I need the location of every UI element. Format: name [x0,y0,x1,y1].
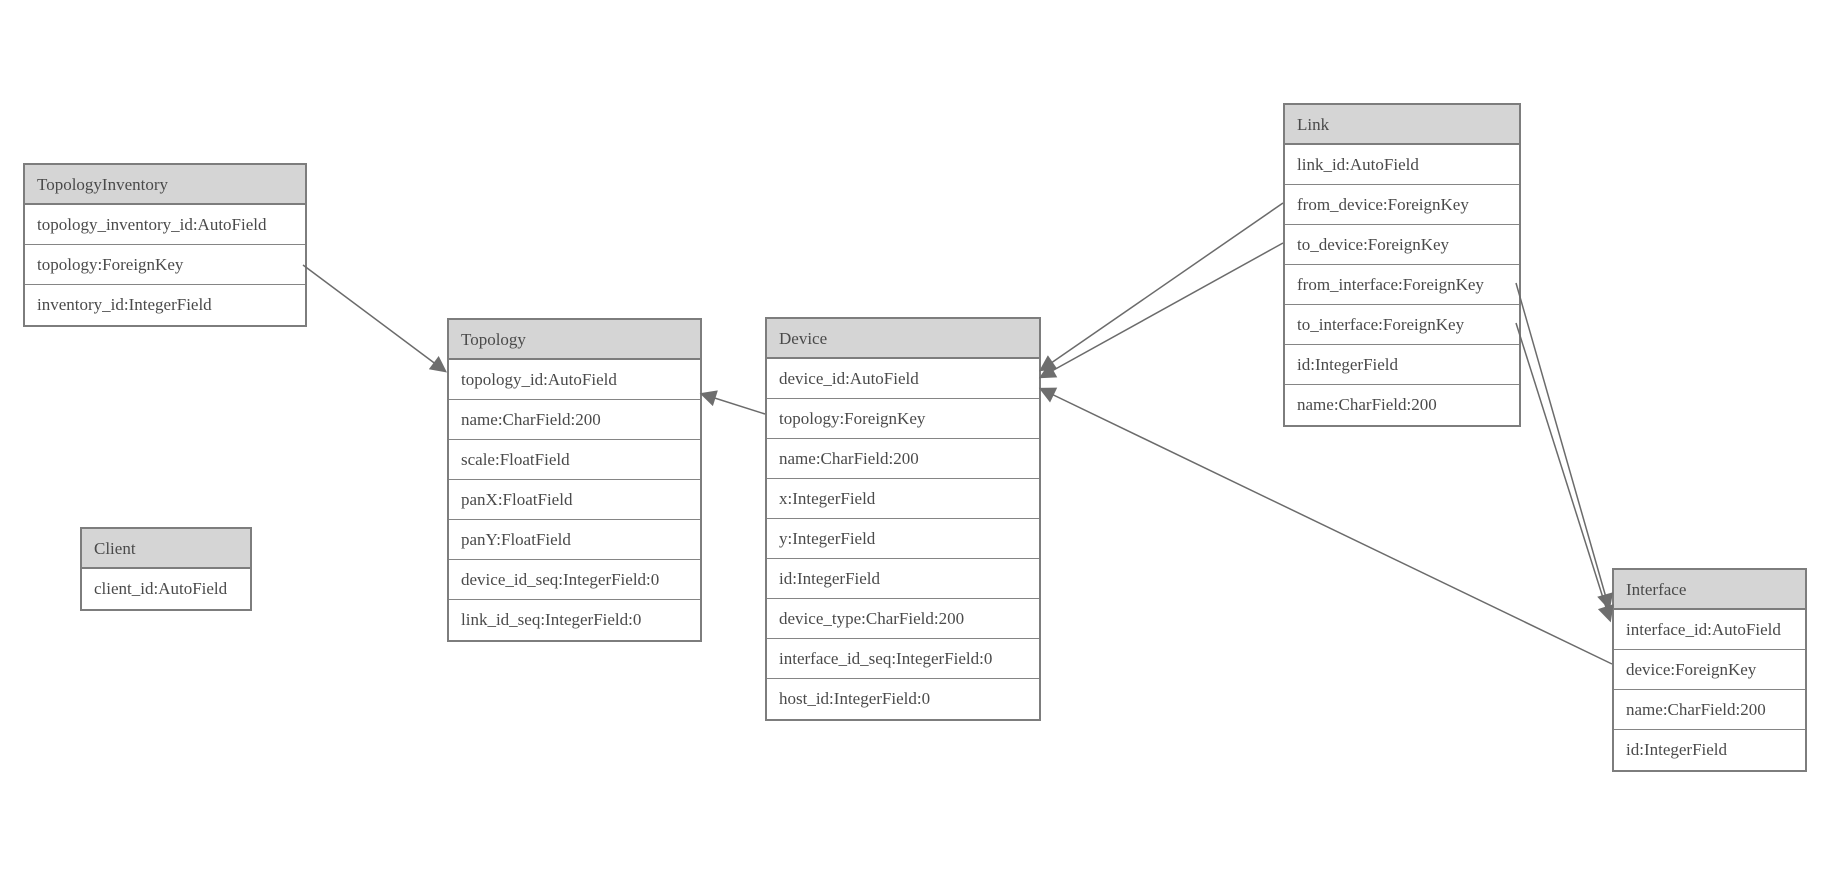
entity-title: Topology [449,320,700,360]
field-row: device_type:CharField:200 [767,599,1039,639]
field-row: id:IntegerField [767,559,1039,599]
field-row: client_id:AutoField [82,569,250,609]
field-row: name:CharField:200 [449,400,700,440]
entity-fields: client_id:AutoField [82,569,250,609]
field-row: id:IntegerField [1285,345,1519,385]
field-row: link_id:AutoField [1285,145,1519,185]
field-row: from_device:ForeignKey [1285,185,1519,225]
field-row: interface_id_seq:IntegerField:0 [767,639,1039,679]
entity-title: Link [1285,105,1519,145]
field-row: panX:FloatField [449,480,700,520]
entity-title: TopologyInventory [25,165,305,205]
field-row: id:IntegerField [1614,730,1805,770]
field-row: host_id:IntegerField:0 [767,679,1039,719]
field-row: device_id_seq:IntegerField:0 [449,560,700,600]
field-row: topology_id:AutoField [449,360,700,400]
entity-title: Device [767,319,1039,359]
field-row: name:CharField:200 [1285,385,1519,425]
field-row: inventory_id:IntegerField [25,285,305,325]
field-row: from_interface:ForeignKey [1285,265,1519,305]
field-row: topology_inventory_id:AutoField [25,205,305,245]
field-row: interface_id:AutoField [1614,610,1805,650]
field-row: to_interface:ForeignKey [1285,305,1519,345]
field-row: y:IntegerField [767,519,1039,559]
field-row: link_id_seq:IntegerField:0 [449,600,700,640]
field-row: name:CharField:200 [1614,690,1805,730]
field-row: name:CharField:200 [767,439,1039,479]
entity-title: Client [82,529,250,569]
entity-client: Client client_id:AutoField [80,527,252,611]
entity-topologyinventory: TopologyInventory topology_inventory_id:… [23,163,307,327]
field-row: device:ForeignKey [1614,650,1805,690]
field-row: device_id:AutoField [767,359,1039,399]
entity-title: Interface [1614,570,1805,610]
field-row: scale:FloatField [449,440,700,480]
field-row: x:IntegerField [767,479,1039,519]
field-row: topology:ForeignKey [767,399,1039,439]
field-row: to_device:ForeignKey [1285,225,1519,265]
field-row: topology:ForeignKey [25,245,305,285]
field-row: panY:FloatField [449,520,700,560]
